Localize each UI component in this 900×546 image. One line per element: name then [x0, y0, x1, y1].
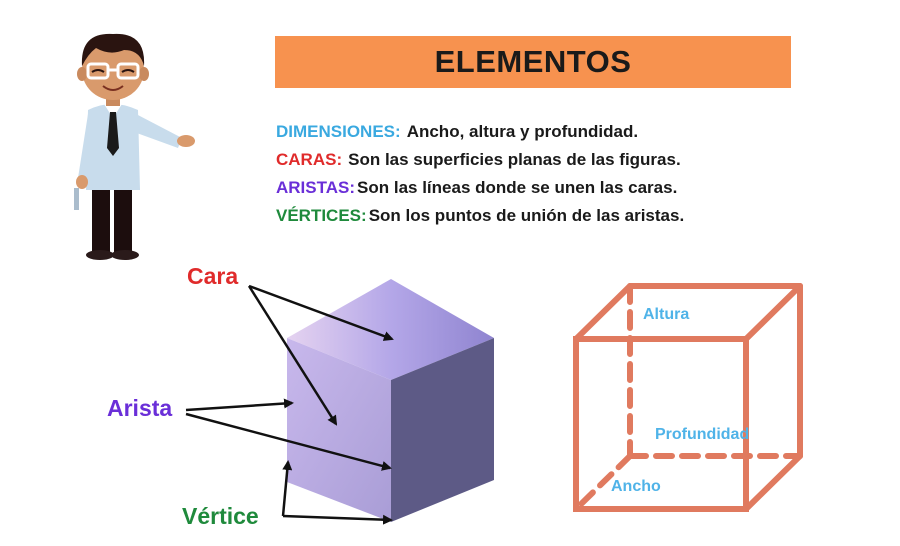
profundidad-label: Profundidad [655, 426, 750, 443]
vertice-arrows [281, 460, 393, 525]
solid-cube [287, 279, 494, 522]
cube-side-face [391, 338, 494, 522]
ancho-label: Ancho [611, 478, 661, 495]
cara-label: Cara [187, 263, 239, 289]
definition-vertices: VÉRTICES:Son los puntos de unión de las … [276, 202, 684, 230]
definition-text: Son los puntos de unión de las aristas. [368, 206, 685, 225]
cube-top-face [287, 279, 494, 380]
definitions-list: DIMENSIONES: Ancho, altura y profundidad.… [276, 118, 684, 230]
definition-text: Ancho, altura y profundidad. [406, 122, 639, 141]
cube-front-face [287, 338, 391, 522]
title-banner: ELEMENTOS [275, 36, 791, 88]
definition-dimensiones: DIMENSIONES: Ancho, altura y profundidad. [276, 118, 684, 146]
definition-text: Son las superficies planas de las figura… [348, 150, 681, 169]
definition-term: DIMENSIONES: [276, 122, 401, 141]
definition-aristas: ARISTAS:Son las líneas donde se unen las… [276, 174, 684, 202]
cara-arrows [247, 284, 394, 426]
altura-label: Altura [643, 306, 690, 323]
definition-caras: CARAS: Son las superficies planas de las … [276, 146, 684, 174]
page-title: ELEMENTOS [434, 44, 632, 79]
definition-text: Son las líneas donde se unen las caras. [357, 178, 678, 197]
definition-term: VÉRTICES: [276, 206, 367, 225]
arista-label: Arista [107, 395, 173, 421]
definition-term: ARISTAS: [276, 178, 356, 197]
arista-arrows [185, 398, 392, 471]
wireframe-cube [573, 283, 803, 512]
vertice-label: Vértice [182, 503, 259, 529]
definition-term: CARAS: [276, 150, 343, 169]
teacher-character-icon [74, 33, 195, 260]
